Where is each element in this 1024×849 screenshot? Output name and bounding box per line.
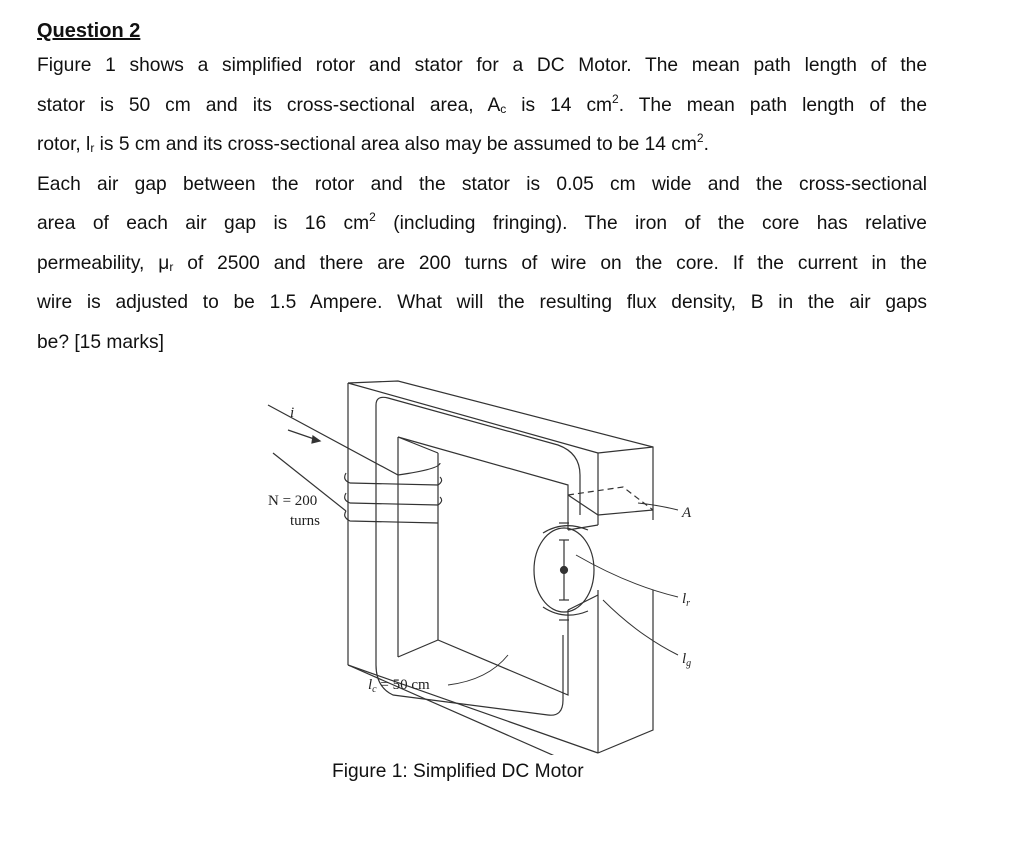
p1-line-3: rotor, lr is 5 cm and its cross-sectiona… (37, 131, 709, 155)
p2-line-4: wire is adjusted to be 1.5 Ampere. What … (37, 292, 927, 313)
p1-line-1: Figure 1 shows a simplified rotor and st… (37, 55, 927, 76)
p2-line-5: be? [15 marks] (37, 331, 164, 353)
paragraph-2: Each air gap between the rotor and the s… (37, 165, 927, 363)
rotor (533, 522, 595, 621)
turns-label: N = 200 (268, 493, 317, 509)
p2-line-1: Each air gap between the rotor and the s… (37, 173, 927, 195)
question-title: Question 2 (37, 20, 141, 42)
p2-line-3: permeability, μr of 2500 and there are 2… (37, 252, 927, 274)
p2-line-2: area of each air gap is 16 cm2 (includin… (37, 210, 927, 234)
leader-lines (447, 502, 679, 686)
question-page: Question 2 Figure 1 shows a simplified r… (37, 16, 927, 362)
rotor-length-label: lr (682, 591, 690, 609)
figure-caption: Figure 1: Simplified DC Motor (332, 761, 584, 782)
gap-length-label: lg (682, 651, 691, 669)
coil-winding (267, 404, 443, 524)
p1-line-2: stator is 50 cm and its cross-sectional … (37, 91, 927, 116)
dc-motor-figure: i N = 200 turns lc = 50 cm A lr lg (258, 365, 708, 755)
paragraph-1: Figure 1 shows a simplified rotor and st… (37, 46, 927, 165)
current-label: i (290, 405, 294, 421)
core-length-label: lc = 50 cm (368, 677, 430, 695)
mean-flux-path (375, 396, 581, 716)
current-arrow-icon (287, 429, 322, 444)
turns-unit-label: turns (290, 513, 320, 529)
dc-motor-diagram: i N = 200 turns lc = 50 cm A lr lg (267, 380, 692, 755)
stator-core (347, 380, 654, 755)
area-label: A (681, 505, 692, 521)
